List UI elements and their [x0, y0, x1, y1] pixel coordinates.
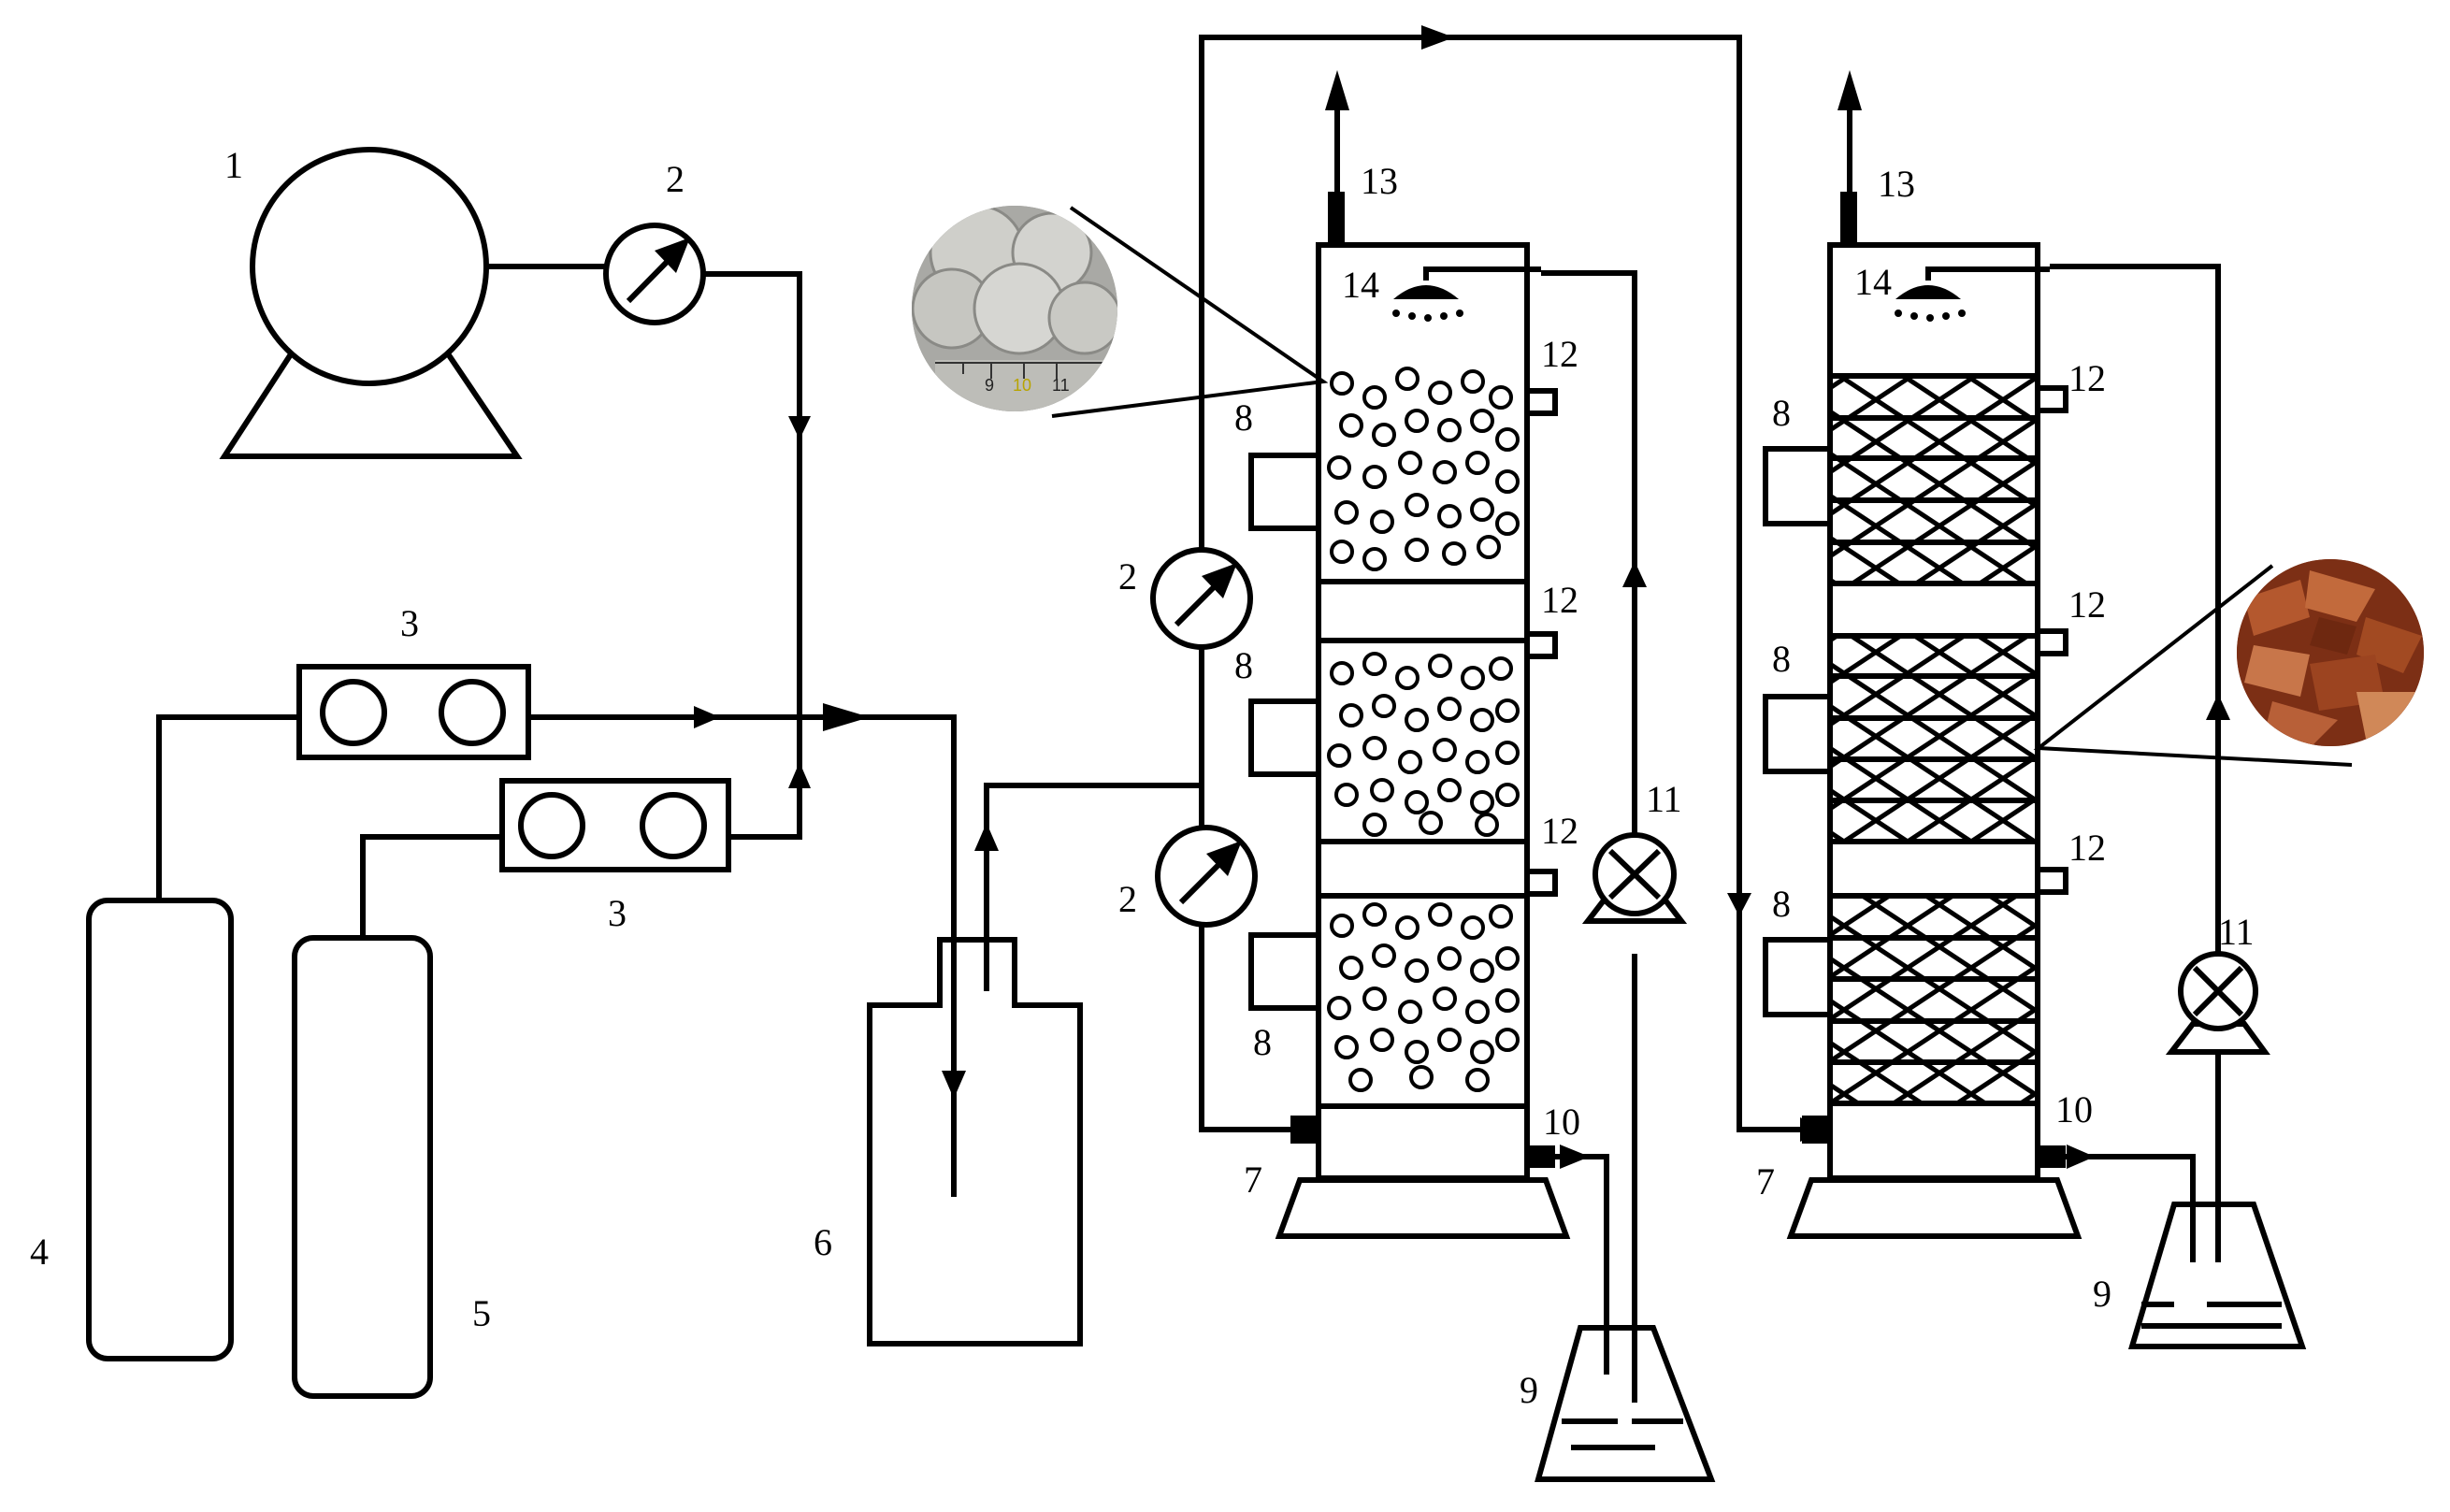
flowmeter-mid-upper	[1150, 547, 1253, 650]
flowmeter-top	[603, 223, 706, 325]
label-mixing-bottle: 6	[814, 1221, 832, 1263]
ruler-tick-9: 9	[985, 376, 994, 395]
label-air-compressor: 1	[224, 144, 243, 186]
label-outlet-b: 10	[2055, 1088, 2093, 1130]
callout-line-b	[2033, 564, 2353, 767]
label-probe-b1: 12	[2068, 357, 2106, 399]
pipe-to-column-b	[1199, 35, 1805, 1132]
flowmeter-mid-lower	[1155, 825, 1258, 928]
label-flask-a: 9	[1520, 1369, 1538, 1411]
label-sprinkler-b: 14	[1854, 261, 1892, 303]
label-mfc-upper: 3	[400, 602, 419, 644]
ceramsite-packing	[1327, 367, 1520, 1092]
label-sampling-port-b2: 8	[1772, 638, 1791, 680]
label-probe-b2: 12	[2068, 583, 2106, 626]
inlet-port	[1802, 1116, 1830, 1144]
label-sampling-port-b1: 8	[1772, 392, 1791, 434]
sampling-port	[1248, 932, 1321, 1011]
label-inlet-b: 7	[1756, 1160, 1775, 1202]
sampling-port	[1763, 694, 1833, 774]
pipe-outlet-a	[1555, 1154, 1609, 1375]
pipe-cylinder-a	[156, 714, 299, 900]
ruler-tick-11: 11	[1052, 376, 1070, 395]
pipe-to-inlet-a	[1199, 926, 1290, 1132]
label-probe-a2: 12	[1541, 579, 1578, 621]
probe	[2035, 385, 2068, 413]
sampling-port	[1248, 453, 1321, 531]
air-compressor	[219, 147, 523, 459]
outlet-port	[2038, 1145, 2066, 1168]
pump-a	[1581, 832, 1688, 924]
pipe-gas-main	[528, 714, 957, 1015]
outlet-port	[1527, 1145, 1555, 1168]
column-b-base	[1786, 1177, 2082, 1239]
label-probe-a1: 12	[1541, 333, 1578, 375]
probe	[2035, 867, 2068, 895]
flow-arrow-air	[788, 416, 811, 439]
sprinkler-icon	[1895, 266, 2050, 322]
label-probe-b3: 12	[2068, 827, 2106, 869]
bark-packing-upper	[1830, 376, 2038, 583]
label-mfc-lower: 3	[608, 892, 627, 934]
probe	[1524, 388, 1558, 416]
bark-photo-inset	[2237, 559, 2424, 746]
pipe-outlet-b	[2066, 1154, 2196, 1262]
compressor-icon	[250, 147, 489, 386]
leachate-flask-b	[2127, 1202, 2307, 1349]
label-probe-a3: 12	[1541, 810, 1578, 852]
gas-cylinder-a	[86, 898, 234, 1361]
pipe-mfc-lower-out	[728, 781, 802, 840]
label-exhaust-a: 13	[1361, 160, 1398, 202]
label-flowmeter-mid-lower: 2	[1118, 878, 1137, 920]
label-flowmeter-mid-upper: 2	[1118, 555, 1137, 598]
label-cylinder-b: 5	[472, 1292, 491, 1334]
bark-packing-middle	[1830, 636, 2038, 842]
gas-cylinder-b	[292, 935, 433, 1399]
label-outlet-a: 10	[1543, 1101, 1580, 1143]
biofilter-column-b	[1763, 70, 2082, 1239]
exhaust-port	[1840, 192, 1857, 245]
leachate-flask-a	[1535, 1325, 1716, 1482]
exhaust-port	[1328, 192, 1345, 245]
sprinkler-icon	[1392, 266, 1541, 322]
label-pump-a: 11	[1646, 778, 1682, 820]
ruler-tick-10: 10	[1013, 376, 1031, 395]
label-sampling-port-a1: 8	[1234, 396, 1253, 439]
pump-b	[2165, 951, 2270, 1055]
probe	[2035, 628, 2068, 656]
mass-flow-controller-lower	[499, 778, 731, 872]
label-pump-b: 11	[2218, 911, 2255, 953]
sampling-port	[1763, 446, 1833, 526]
label-sampling-port-a2: 8	[1234, 644, 1253, 686]
mass-flow-controller-upper	[296, 664, 531, 760]
probe	[1524, 869, 1558, 897]
label-flask-b: 9	[2093, 1273, 2111, 1315]
mixing-bottle	[867, 783, 1202, 1346]
label-sampling-port-a3: 8	[1253, 1021, 1272, 1063]
sampling-port	[1763, 937, 1833, 1017]
column-a-base	[1275, 1177, 1571, 1239]
label-sampling-port-b3: 8	[1772, 883, 1791, 925]
sampling-port	[1248, 698, 1321, 777]
bark-packing-lower	[1830, 896, 2038, 1103]
label-sprinkler-a: 14	[1342, 264, 1379, 306]
ceramsite-photo-inset: 9 10 11	[912, 206, 1117, 411]
probe	[1524, 631, 1558, 659]
callout-line-a	[1051, 206, 1329, 418]
label-exhaust-b: 13	[1878, 163, 1915, 205]
label-inlet-a: 7	[1244, 1159, 1262, 1201]
label-flowmeter-top: 2	[666, 158, 685, 200]
pipe-cylinder-b	[360, 834, 502, 938]
pipe-air-down	[701, 271, 802, 781]
biofilter-column-a	[1248, 70, 1571, 1239]
label-cylinder-a: 4	[30, 1231, 49, 1273]
